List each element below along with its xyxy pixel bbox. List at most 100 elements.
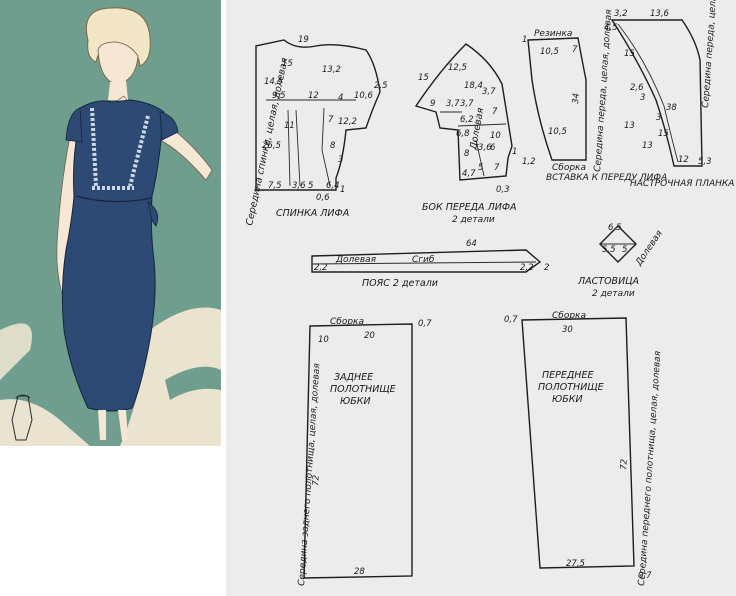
- sewing-pattern-sheet: 19 15 13,2 2,5 14,5 9,5 12 4 10,6 11 7 1…: [226, 0, 736, 596]
- svg-text:64: 64: [466, 239, 477, 249]
- svg-text:8: 8: [464, 149, 470, 159]
- svg-text:2 детали: 2 детали: [592, 289, 635, 299]
- svg-text:4: 4: [338, 93, 343, 103]
- svg-text:Сгиб: Сгиб: [412, 255, 435, 265]
- svg-text:5: 5: [478, 163, 483, 173]
- fashion-illustration: [0, 0, 221, 446]
- svg-text:ЮБКИ: ЮБКИ: [340, 396, 371, 407]
- svg-text:БОК ПЕРЕДА ЛИФА: БОК ПЕРЕДА ЛИФА: [422, 202, 517, 213]
- svg-text:ПЕРЕДНЕЕ: ПЕРЕДНЕЕ: [542, 370, 593, 381]
- svg-text:3,7: 3,7: [482, 87, 496, 97]
- svg-text:Середина переда, целая, долева: Середина переда, целая, долевая: [701, 0, 722, 108]
- svg-text:13: 13: [642, 141, 653, 151]
- svg-text:2 детали: 2 детали: [452, 215, 495, 225]
- svg-text:6,8: 6,8: [456, 129, 470, 139]
- svg-text:0,7: 0,7: [418, 319, 432, 329]
- front-skirt-panel: 0,7 Сборка 30 ПЕРЕДНЕЕ ПОЛОТНИЩЕ ЮБКИ 72…: [504, 311, 663, 586]
- svg-text:3,6: 3,6: [478, 143, 492, 153]
- svg-text:ПОЯС 2 детали: ПОЯС 2 детали: [362, 278, 438, 289]
- svg-text:72: 72: [311, 475, 322, 486]
- svg-text:12,2: 12,2: [338, 117, 357, 127]
- svg-text:0,7: 0,7: [504, 315, 518, 325]
- svg-text:Середина переднего полотнища,: Середина переднего полотнища, целая, дол…: [637, 350, 663, 586]
- svg-text:8: 8: [330, 141, 336, 151]
- svg-text:5,5: 5,5: [602, 245, 616, 255]
- svg-text:3: 3: [656, 113, 661, 123]
- svg-text:13,2: 13,2: [322, 65, 341, 75]
- svg-text:10,5: 10,5: [540, 47, 559, 57]
- svg-text:ВСТАВКА К ПЕРЕДУ ЛИФА: ВСТАВКА К ПЕРЕДУ ЛИФА: [546, 173, 667, 183]
- svg-text:10,6: 10,6: [354, 91, 374, 101]
- svg-text:Сборка: Сборка: [552, 311, 586, 321]
- svg-text:5: 5: [308, 181, 313, 191]
- svg-text:Долевая: Долевая: [335, 255, 377, 265]
- svg-text:5,3: 5,3: [698, 157, 712, 167]
- svg-text:Резинка: Резинка: [534, 29, 572, 39]
- placket-piece: 3,2 13,6 4,5 15 2,6 3 13 3 13 38 15 12 5…: [604, 0, 736, 189]
- svg-text:1: 1: [340, 185, 345, 195]
- svg-text:3,7: 3,7: [446, 99, 460, 109]
- svg-text:38: 38: [666, 103, 677, 113]
- svg-text:4,7: 4,7: [462, 169, 476, 179]
- svg-text:9: 9: [430, 99, 435, 109]
- belt-piece: 64 Долевая Сгиб 2,2 2,2 2 ПОЯС 2 детали: [311, 239, 549, 289]
- svg-text:15: 15: [282, 59, 293, 69]
- svg-text:3: 3: [338, 155, 343, 165]
- svg-text:14,5: 14,5: [264, 77, 283, 87]
- svg-text:Долевая: Долевая: [634, 228, 666, 268]
- svg-text:0,3: 0,3: [496, 185, 510, 195]
- svg-text:26,5: 26,5: [262, 141, 281, 151]
- svg-text:2,6: 2,6: [630, 83, 644, 93]
- svg-text:1: 1: [512, 147, 517, 157]
- svg-text:7: 7: [572, 45, 578, 55]
- svg-text:12,5: 12,5: [448, 63, 467, 73]
- svg-text:7,5: 7,5: [268, 181, 282, 191]
- svg-text:3: 3: [640, 93, 645, 103]
- svg-text:ЗАДНЕЕ: ЗАДНЕЕ: [334, 372, 373, 383]
- svg-text:20: 20: [364, 331, 375, 341]
- svg-text:6,2: 6,2: [460, 115, 474, 125]
- pattern-drawing: 19 15 13,2 2,5 14,5 9,5 12 4 10,6 11 7 1…: [244, 0, 736, 586]
- svg-text:1: 1: [522, 35, 527, 45]
- front-insert-piece: 1 Резинка 10,5 7 10,5 34 Сборка ВСТАВКА …: [522, 8, 667, 183]
- svg-text:7: 7: [494, 163, 500, 173]
- svg-text:7: 7: [492, 107, 498, 117]
- svg-text:СПИНКА ЛИФА: СПИНКА ЛИФА: [276, 208, 349, 219]
- svg-text:ЛАСТОВИЦА: ЛАСТОВИЦА: [577, 276, 639, 287]
- svg-text:30: 30: [562, 325, 573, 335]
- svg-text:5: 5: [622, 245, 627, 255]
- svg-text:11: 11: [284, 121, 295, 131]
- svg-text:2,2: 2,2: [520, 263, 534, 273]
- svg-text:0,7: 0,7: [638, 571, 652, 581]
- svg-text:6,5: 6,5: [608, 223, 622, 233]
- svg-text:2: 2: [544, 263, 549, 273]
- svg-text:ЮБКИ: ЮБКИ: [552, 394, 583, 405]
- svg-text:10,5: 10,5: [548, 127, 567, 137]
- svg-text:6: 6: [490, 143, 496, 153]
- svg-text:ПОЛОТНИЩЕ: ПОЛОТНИЩЕ: [538, 382, 604, 393]
- svg-text:13: 13: [624, 121, 635, 131]
- svg-text:4,5: 4,5: [604, 23, 618, 33]
- svg-text:Сборка: Сборка: [552, 163, 586, 173]
- svg-text:2,2: 2,2: [314, 263, 328, 273]
- svg-text:15: 15: [624, 49, 635, 59]
- svg-text:15: 15: [418, 73, 429, 83]
- svg-text:7: 7: [328, 115, 334, 125]
- svg-text:0,6: 0,6: [316, 193, 330, 203]
- gusset-piece: 6,5 5,5 5 Долевая ЛАСТОВИЦА 2 детали: [577, 223, 665, 299]
- svg-text:10: 10: [318, 335, 329, 345]
- svg-text:9,5: 9,5: [272, 91, 286, 101]
- svg-text:НАСТРОЧНАЯ ПЛАНКА С ВЫШИВКОЙ К: НАСТРОЧНАЯ ПЛАНКА С ВЫШИВКОЙ К ПЕРЕДУ ЛИ…: [630, 177, 736, 189]
- svg-text:1,2: 1,2: [522, 157, 536, 167]
- svg-text:3,2: 3,2: [614, 9, 628, 19]
- dress-figure-drawing: [0, 7, 221, 446]
- svg-text:27,5: 27,5: [566, 559, 585, 569]
- svg-text:2,5: 2,5: [374, 81, 388, 91]
- back-bodice-piece: 19 15 13,2 2,5 14,5 9,5 12 4 10,6 11 7 1…: [244, 35, 387, 227]
- svg-text:15: 15: [658, 129, 669, 139]
- svg-text:34: 34: [571, 93, 582, 104]
- svg-text:13,6: 13,6: [650, 9, 670, 19]
- svg-text:28: 28: [354, 567, 365, 577]
- svg-text:3,6: 3,6: [292, 181, 306, 191]
- back-skirt-panel: Сборка 0,7 10 20 ЗАДНЕЕ ПОЛОТНИЩЕ ЮБКИ 7…: [297, 317, 432, 586]
